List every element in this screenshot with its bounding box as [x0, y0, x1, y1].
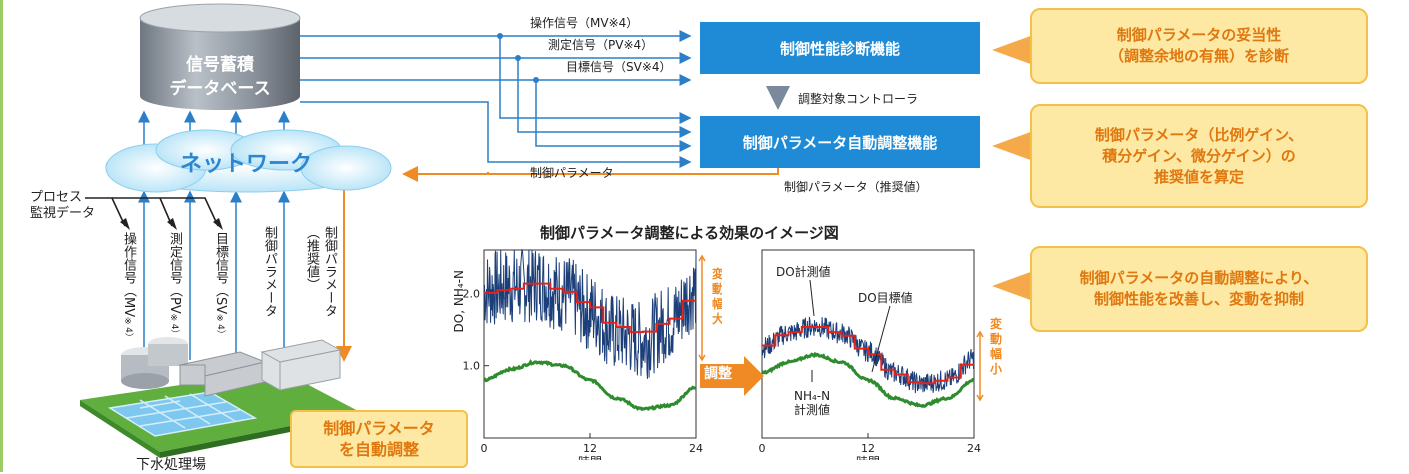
series-do-target: [484, 282, 696, 334]
callout-improve: 制御パラメータの自動調整により、 制御性能を改善し、変動を抑制: [1030, 246, 1368, 332]
signal-sv-label: 目標信号（SV※4）: [566, 60, 672, 74]
series-nh4: [761, 351, 975, 409]
range-label-char: 幅: [990, 346, 1002, 361]
callout-pointer-1: [992, 34, 1036, 66]
left-frame-border: [0, 0, 3, 472]
down-triangle: [766, 86, 790, 110]
xtick-label: 24: [689, 442, 703, 455]
label-nh4: 計測値: [794, 402, 830, 417]
chart-frame: [483, 249, 697, 439]
callout-diagnosis: 制御パラメータの妥当性 （調整余地の有無）を診断: [1030, 8, 1368, 84]
range-arrow-bottom: [698, 354, 706, 362]
range-label-char: 幅: [712, 296, 722, 311]
range-arrow-bottom: [976, 394, 984, 402]
database-label-line1: 信号蓄積: [186, 55, 254, 75]
range-label-char: 小: [990, 361, 1002, 376]
vertical-mv-text: 操作信号（MV: [121, 232, 136, 318]
network-cloud: [105, 129, 392, 193]
signal-pv-label: 測定信号（PV※4）: [548, 38, 654, 52]
vertical-sv-note: ※4）: [215, 314, 225, 339]
chart-title: 制御パラメータ調整による効果のイメージ図: [540, 224, 839, 242]
plant-label: 下水処理場: [136, 457, 206, 473]
label-do-target: DO目標値: [858, 290, 913, 305]
callout-pointer-3: [992, 270, 1036, 302]
vertical-mv-note: ※4）: [123, 317, 133, 342]
process-data-line2: 監視データ: [30, 206, 96, 221]
vertical-sv: 目標信号（SV※4）: [212, 232, 228, 339]
leader-do-target: [871, 305, 891, 373]
ytick-label: 2.0: [463, 287, 481, 300]
process-data-label: プロセス 監視データ: [30, 190, 95, 222]
vertical-pv: 測定信号（PV※4）: [166, 232, 182, 338]
xtick-label: 24: [967, 442, 981, 455]
auto-adjust-tag: 制御パラメータ を自動調整: [290, 410, 468, 468]
vertical-param: 制御パラメータ: [262, 226, 277, 317]
database-label-line2: データベース: [169, 79, 271, 99]
param-label-right: 制御パラメータ（推奨値）: [784, 180, 928, 194]
range-label-char: 変: [712, 266, 722, 281]
series-nh4: [483, 359, 697, 412]
leader-do-measured: [809, 279, 815, 317]
callout-pointer-2: [992, 130, 1036, 162]
ytick-label: 1.0: [463, 360, 481, 373]
vertical-pv-text: 測定信号（PV: [167, 232, 182, 314]
series-do-measured: [761, 316, 975, 394]
vertical-sv-text: 目標信号（SV: [213, 232, 228, 315]
series-do-target: [762, 326, 974, 385]
vertical-param-down: 制御パラメータ: [322, 226, 337, 317]
xtick-label: 0: [481, 442, 488, 455]
process-data-line1: プロセス: [30, 190, 83, 205]
label-do-measured: DO計測値: [776, 264, 831, 279]
vertical-mv: 操作信号（MV※4）: [120, 232, 136, 342]
series-do-measured: [483, 248, 697, 379]
range-label-char: 変: [990, 316, 1002, 331]
signal-mv-label: 操作信号（MV※4）: [530, 16, 639, 30]
xtick-label: 12: [583, 442, 597, 455]
xaxis-label: 時間: [578, 455, 602, 460]
xtick-label: 0: [759, 442, 766, 455]
range-label-char: 動: [990, 331, 1002, 346]
chart-frame: [761, 249, 975, 439]
diagnosis-box: 制御性能診断機能: [700, 22, 980, 74]
xaxis-label: 時間: [856, 455, 880, 460]
label-nh4: NH₄-N: [794, 389, 830, 403]
database-cylinder: [139, 3, 301, 110]
callout-recommend: 制御パラメータ（比例ゲイン、 積分ゲイン、微分ゲイン）の 推奨値を算定: [1030, 104, 1368, 208]
auto-tune-box: 制御パラメータ自動調整機能: [700, 116, 980, 168]
adjust-label: 調整: [704, 366, 732, 382]
range-label-char: 動: [712, 281, 722, 296]
range-label-char: 大: [712, 311, 722, 326]
xtick-label: 12: [861, 442, 875, 455]
adjust-arrow: [700, 356, 764, 396]
range-arrow-top: [976, 330, 984, 338]
network-label: ネットワーク: [179, 152, 312, 177]
vertical-pv-note: ※4）: [169, 313, 179, 339]
range-arrow-top: [698, 254, 706, 262]
target-controller-label: 調整対象コントローラ: [798, 92, 919, 106]
vertical-param-recommended: （推奨値）: [304, 226, 319, 291]
param-label-left: 制御パラメータ: [530, 166, 614, 180]
